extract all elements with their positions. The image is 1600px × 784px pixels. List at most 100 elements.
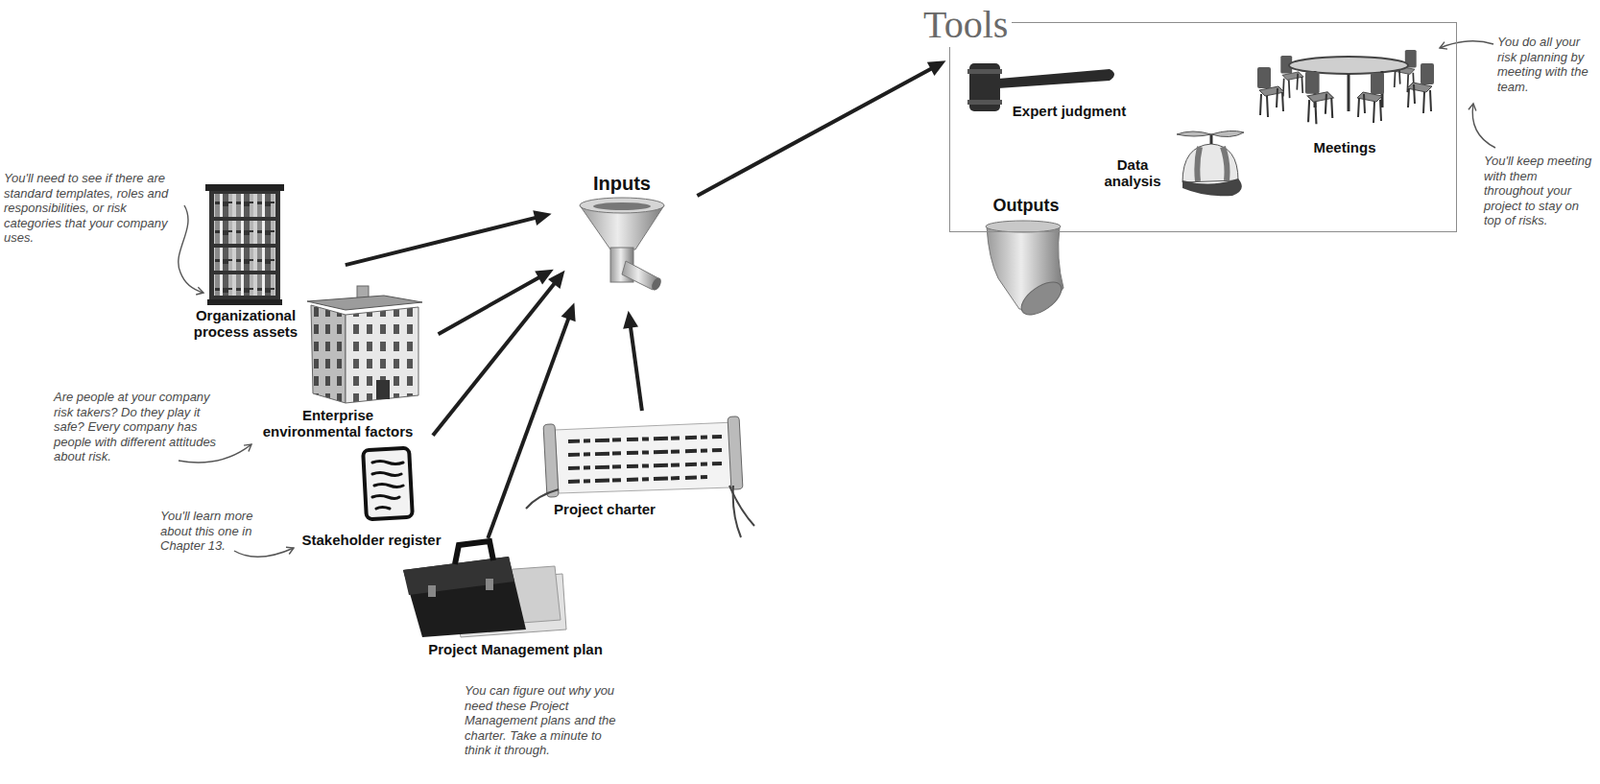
gavel-icon	[967, 69, 1003, 74]
output-pipe	[1015, 275, 1067, 321]
bookshelf-icon	[214, 193, 276, 217]
outputs-item: Outputs	[983, 192, 1069, 222]
handwritten-note: You'll need to see if there are standard…	[3, 170, 173, 246]
bookshelf-icon	[209, 191, 281, 306]
funnel-icon	[579, 197, 665, 292]
output-pipe	[985, 220, 1068, 322]
note-leader	[1439, 41, 1494, 48]
input-item: Project charter	[518, 414, 692, 523]
bookshelf-icon	[205, 184, 285, 306]
building-icon	[345, 307, 419, 404]
handwritten-note: You'll learn more about this one in Chap…	[160, 508, 278, 554]
tool-item: Data analysis	[1093, 152, 1172, 195]
connector-line	[438, 276, 543, 335]
note-leader	[178, 41, 1496, 558]
propeller-cap-icon	[1176, 130, 1244, 196]
meeting-furniture	[1289, 56, 1409, 74]
gavel-icon	[967, 99, 1003, 105]
arrowhead	[532, 210, 551, 226]
charter-scroll	[733, 485, 741, 538]
propeller-cap-icon	[1182, 143, 1239, 183]
input-item: Stakeholder register	[295, 441, 448, 550]
node-label: Stakeholder register	[301, 531, 441, 549]
handwritten-note: You do all your risk planning by meeting…	[1497, 34, 1596, 95]
briefcase-icon	[454, 541, 494, 565]
briefcase-icon	[485, 578, 494, 591]
funnel-icon	[649, 276, 664, 292]
bookshelf-icon	[205, 184, 285, 192]
briefcase-icon	[428, 585, 436, 598]
funnel-icon	[593, 202, 651, 211]
arrowhead	[927, 60, 947, 76]
node-label: Project charter	[553, 501, 656, 518]
building-icon	[307, 286, 423, 404]
node-label: Enterprise environmental factors	[256, 406, 420, 440]
arrowhead	[561, 303, 576, 323]
building-icon	[307, 295, 423, 311]
charter-scroll	[727, 416, 743, 491]
charter-scroll	[568, 436, 722, 482]
propeller-cap-icon	[1196, 146, 1227, 182]
register-icon	[362, 448, 413, 520]
charter-scroll	[543, 424, 559, 499]
tools-box: ToolsExpert judgmentData analysisMeeting…	[949, 22, 1457, 233]
handwritten-note: You can figure out why you need these Pr…	[464, 683, 630, 759]
node-label: Data analysis	[1098, 156, 1167, 190]
arrowhead	[548, 270, 565, 289]
connector-arrow	[438, 269, 554, 335]
bookshelf-icon	[207, 299, 283, 306]
arrowhead	[534, 269, 554, 286]
connector-arrow	[432, 270, 566, 436]
tool-item: Meetings	[1298, 136, 1391, 160]
node-label: Meetings	[1313, 139, 1376, 156]
arrowhead	[622, 310, 639, 330]
input-item: Organizational process assets	[183, 184, 309, 342]
output-pipe	[985, 220, 1061, 233]
briefcase-icon	[403, 556, 526, 638]
funnel-icon	[579, 197, 665, 214]
input-item: Enterprise environmental factors	[251, 343, 425, 442]
note-leader	[178, 205, 204, 293]
charter-scroll	[525, 489, 559, 509]
connector-arrow	[345, 210, 552, 265]
node-label: Inputs	[593, 172, 651, 194]
node-label: Outputs	[993, 195, 1060, 216]
propeller-cap-icon	[1176, 130, 1244, 137]
meeting-furniture	[1407, 63, 1434, 114]
handwritten-note: You'll keep meeting with them throughout…	[1483, 153, 1596, 229]
building-icon	[310, 305, 346, 404]
meeting-furniture	[1357, 72, 1385, 123]
briefcase-icon	[403, 541, 567, 638]
charter-scroll	[525, 416, 755, 538]
connector-arrow	[622, 310, 643, 411]
meeting-furniture	[1257, 67, 1285, 118]
briefcase-icon	[403, 556, 515, 596]
inputs-funnel: Inputs	[572, 172, 672, 296]
building-icon	[376, 380, 390, 400]
bookshelf-icon	[214, 247, 276, 271]
handwritten-note: Are people at your company risk takers? …	[53, 389, 223, 465]
propeller-cap-icon	[1210, 134, 1214, 144]
charter-scroll	[554, 422, 736, 494]
meeting-furniture	[1257, 49, 1434, 124]
note-leader	[1472, 103, 1496, 148]
register-icon	[372, 461, 404, 510]
box-title: Tools	[919, 2, 1012, 48]
gavel-icon	[998, 69, 1115, 89]
bookshelf-icon	[214, 274, 276, 296]
connector-line	[630, 324, 643, 411]
propeller-cap-icon	[1182, 178, 1242, 196]
register-icon	[362, 448, 413, 520]
input-item: Project Management plan	[412, 550, 619, 661]
connector-arrow	[696, 60, 946, 196]
node-label: Organizational process assets	[186, 307, 306, 340]
tool-item: Expert judgment	[999, 98, 1140, 124]
note-leader	[234, 548, 294, 557]
node-label: Expert judgment	[1012, 102, 1126, 120]
bookshelf-icon	[214, 220, 276, 244]
connector-line	[345, 216, 539, 265]
meeting-furniture	[1305, 71, 1334, 125]
